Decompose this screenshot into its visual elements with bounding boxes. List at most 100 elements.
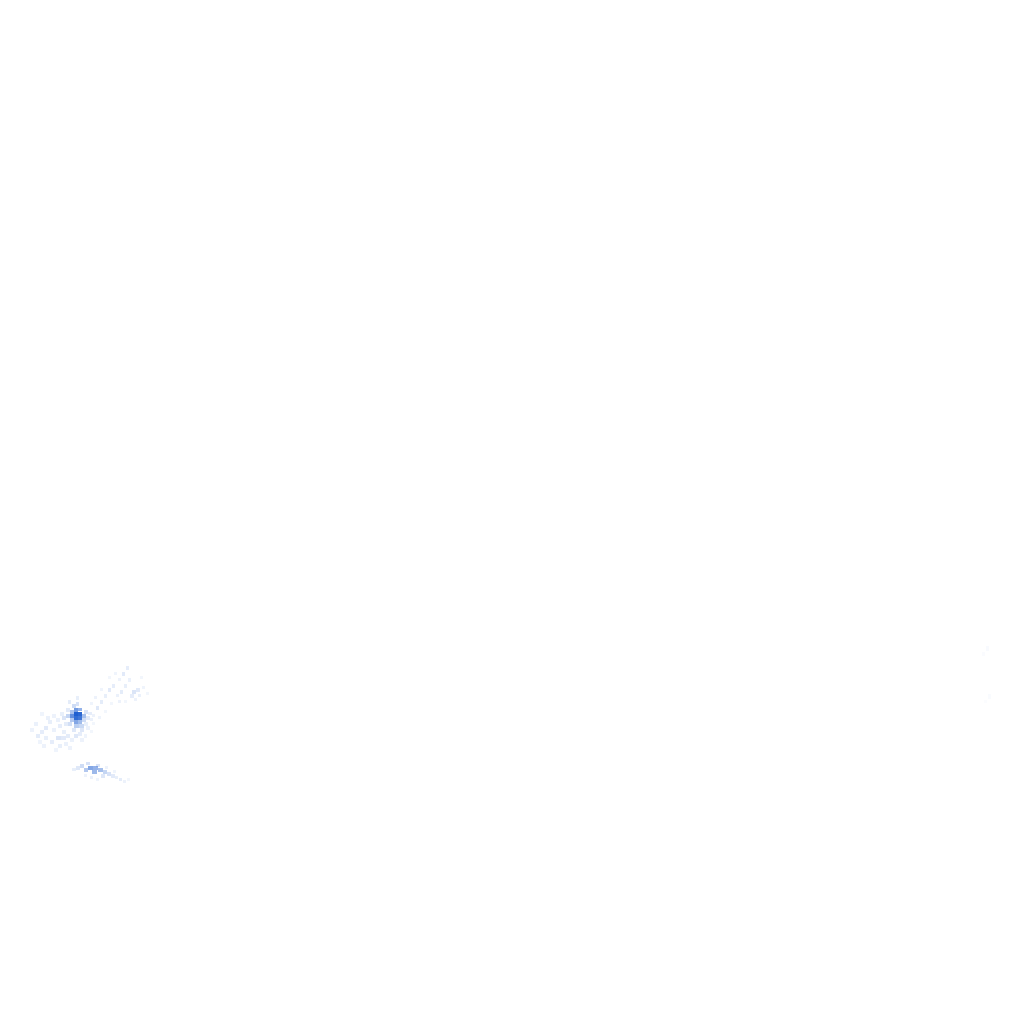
raster-cell <box>119 778 122 781</box>
raster-cell <box>72 728 76 732</box>
raster-cell <box>92 722 95 725</box>
raster-cell <box>78 708 82 711</box>
raster-cell <box>115 776 118 779</box>
raster-cell <box>90 702 93 705</box>
raster-cell <box>60 712 64 716</box>
raster-cell <box>62 716 66 720</box>
raster-cell <box>105 766 108 769</box>
raster-cell <box>142 686 145 689</box>
raster-cell <box>68 746 72 750</box>
raster-cell <box>84 710 88 714</box>
raster-cell <box>90 776 93 779</box>
raster-cell <box>96 706 99 710</box>
raster-cell <box>84 768 88 772</box>
raster-cell <box>84 722 88 726</box>
raster-cell <box>38 740 42 744</box>
raster-cell <box>103 770 107 774</box>
raster-cell <box>61 736 66 740</box>
edge-artifact-speck <box>988 694 991 699</box>
raster-cell <box>110 702 113 705</box>
raster-cell <box>50 740 54 744</box>
raster-cell <box>92 770 97 774</box>
raster-cell <box>80 738 84 742</box>
raster-cell <box>86 716 90 720</box>
raster-cell <box>108 688 111 692</box>
raster-cell <box>54 748 58 752</box>
raster-cell <box>88 712 92 715</box>
raster-cell <box>74 734 78 738</box>
raster-cell <box>36 734 40 738</box>
raster-cell <box>80 728 84 732</box>
raster-cell <box>34 722 38 726</box>
raster-cell <box>70 710 74 714</box>
raster-cell <box>100 688 103 691</box>
raster-cell <box>66 734 70 738</box>
raster-cell <box>58 724 62 728</box>
raster-cell <box>40 730 44 734</box>
raster-cell <box>48 720 52 724</box>
raster-cell <box>90 718 93 721</box>
raster-cell <box>80 764 84 768</box>
raster-cell <box>127 778 130 781</box>
edge-artifact-speck <box>986 646 989 651</box>
raster-cell <box>101 774 105 778</box>
raster-cell <box>118 700 121 703</box>
raster-cell <box>70 718 74 722</box>
raster-cell <box>100 700 103 704</box>
raster-cell <box>92 714 95 717</box>
raster-cell <box>120 690 123 694</box>
raster-cell <box>84 774 87 777</box>
raster-cell <box>78 720 82 724</box>
raster-cell <box>76 696 79 700</box>
raster-cell <box>64 722 68 726</box>
raster-cell <box>93 766 98 770</box>
raster-cell <box>111 774 115 778</box>
raster-cell <box>98 768 103 772</box>
raster-cell <box>52 728 56 732</box>
raster-cell <box>107 772 111 776</box>
raster-cell <box>124 700 127 703</box>
edge-artifact-speck <box>982 652 985 656</box>
raster-cell <box>126 666 129 670</box>
raster-cell <box>74 724 79 728</box>
raster-cell <box>79 724 84 728</box>
raster-cell <box>72 704 76 708</box>
raster-cell <box>66 714 70 718</box>
raster-cell <box>42 744 46 748</box>
raster-cell <box>68 722 72 726</box>
raster-cell <box>66 708 70 712</box>
raster-cell <box>64 742 68 746</box>
raster-cell <box>88 766 93 770</box>
raster-cell <box>136 688 140 692</box>
raster-cell <box>94 696 97 699</box>
raster-cell <box>108 676 111 679</box>
raster-cell <box>56 736 61 740</box>
raster-cell <box>78 716 82 720</box>
raster-cell <box>124 684 127 688</box>
raster-cell <box>74 720 78 724</box>
raster-cell <box>78 732 82 736</box>
raster-cell <box>76 702 79 706</box>
raster-cell <box>70 738 74 742</box>
raster-cell <box>68 700 71 704</box>
raster-cell <box>30 728 34 732</box>
raster-cell <box>40 712 44 716</box>
raster-cell <box>122 672 125 676</box>
raster-cell <box>44 726 48 730</box>
raster-cell <box>58 744 62 748</box>
raster-cell <box>96 764 100 767</box>
raster-cell <box>114 672 117 675</box>
raster-cell <box>132 690 136 694</box>
raster-cell <box>56 718 60 722</box>
raster-cell <box>138 694 141 697</box>
raster-cell <box>84 734 87 738</box>
raster-cell <box>82 718 86 722</box>
raster-cell <box>118 678 121 681</box>
raster-cell <box>90 730 93 733</box>
raster-cell <box>123 780 126 783</box>
raster-cell <box>82 714 86 718</box>
raster-cell <box>52 714 56 718</box>
